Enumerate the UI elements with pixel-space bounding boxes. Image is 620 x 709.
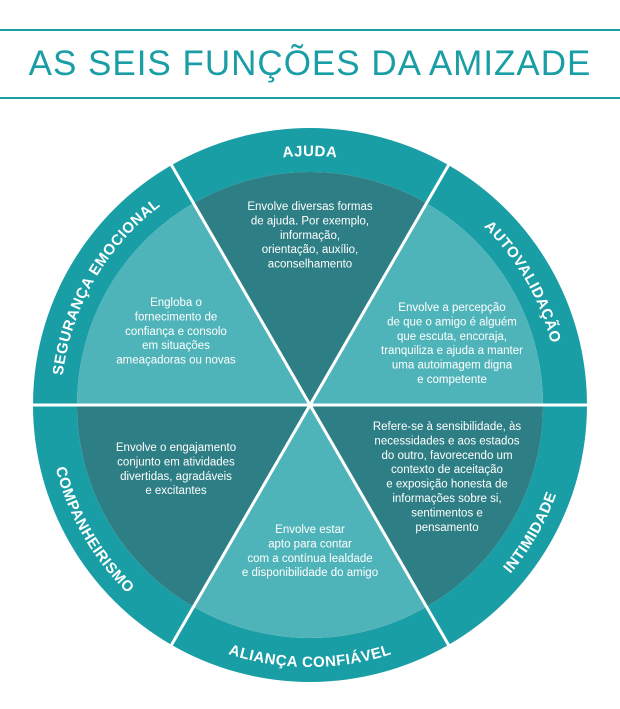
sectors-layer: [33, 127, 587, 682]
sector-companheirismo: [77, 405, 310, 607]
ring-segment-companheirismo: [33, 405, 194, 645]
ring-segment-ajuda: [171, 127, 449, 204]
dividers-layer: [31, 162, 589, 648]
divider-companheirismo: [169, 404, 312, 648]
ring-segment-autovalidacao: [426, 165, 587, 405]
title-banner: AS SEIS FUNÇÕES DA AMIZADE: [0, 29, 620, 99]
ring-segment-intimidade: [426, 405, 587, 645]
sector-autovalidacao: [310, 203, 543, 405]
label-ajuda: AJUDA: [282, 143, 338, 161]
ring-segment-alianca: [171, 606, 449, 682]
divider-alianca: [308, 404, 451, 648]
ring-segment-seguranca: [33, 165, 194, 405]
divider-autovalidacao: [308, 162, 451, 406]
sector-ajuda: [193, 171, 427, 405]
sector-seguranca: [77, 203, 310, 405]
sector-alianca: [193, 405, 427, 638]
sector-intimidade: [310, 405, 543, 607]
page-title: AS SEIS FUNÇÕES DA AMIZADE: [28, 44, 592, 83]
divider-ajuda: [169, 162, 312, 406]
